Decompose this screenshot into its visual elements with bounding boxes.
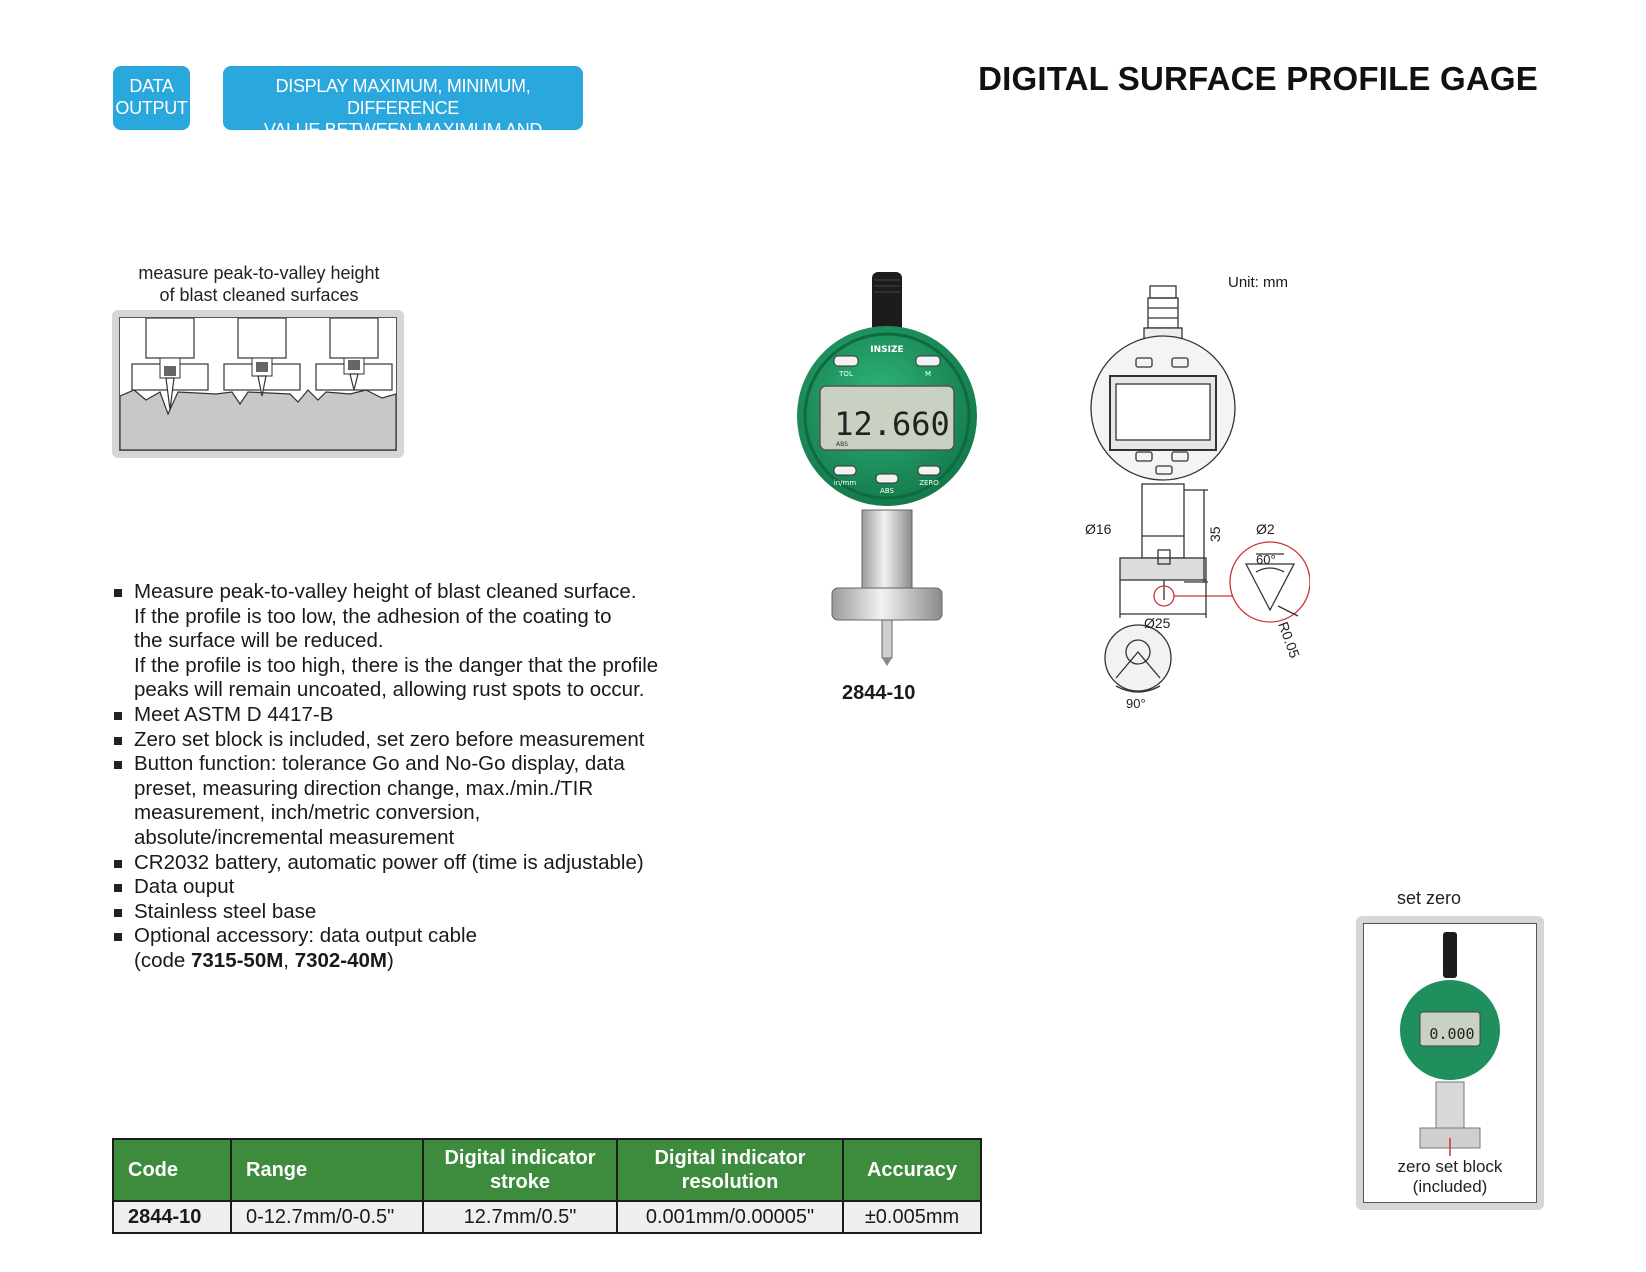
header-text: resolution bbox=[681, 1171, 779, 1193]
accessory-suffix: ) bbox=[387, 948, 394, 972]
feature-line: Zero set block is included, set zero bef… bbox=[134, 727, 645, 751]
header-text: Digital indicator bbox=[444, 1147, 596, 1169]
surface-diagram-frame bbox=[112, 310, 404, 458]
badge-line: DATA bbox=[129, 76, 174, 96]
caption-line: of blast cleaned surfaces bbox=[159, 285, 359, 305]
set-zero-caption: set zero bbox=[1396, 888, 1462, 908]
cell-stroke: 12.7mm/0.5" bbox=[422, 1200, 618, 1234]
feature-line: Measure peak-to-valley height of blast c… bbox=[134, 580, 637, 603]
cell-resolution: 0.001mm/0.00005" bbox=[616, 1200, 844, 1234]
cell-accuracy: ±0.005mm bbox=[842, 1200, 982, 1234]
angle-base: 90° bbox=[1126, 696, 1146, 711]
m-button-label: M bbox=[925, 370, 931, 378]
feature-line: If the profile is too low, the adhesion … bbox=[134, 604, 612, 628]
inmm-button-label: in/mm bbox=[834, 479, 857, 487]
list-item: Measure peak-to-valley height of blast c… bbox=[112, 580, 732, 703]
display-badge: DISPLAY MAXIMUM, MINIMUM, DIFFERENCE VAL… bbox=[223, 66, 583, 162]
abs-indicator: ABS bbox=[836, 441, 848, 448]
surface-profile-diagram bbox=[119, 317, 397, 451]
list-item: Optional accessory: data output cable (c… bbox=[112, 924, 732, 973]
badge-line: DISPLAY MAXIMUM, MINIMUM, DIFFERENCE bbox=[275, 76, 531, 118]
header-text: Code bbox=[128, 1159, 178, 1181]
header-text: Range bbox=[246, 1159, 308, 1181]
data-output-badge: DATA OUTPUT bbox=[113, 66, 190, 130]
set-zero-frame: 0.000 zero set block (included) bbox=[1356, 916, 1544, 1210]
feature-line: Meet ASTM D 4417-B bbox=[134, 702, 334, 726]
dim-tip: Ø2 bbox=[1256, 521, 1275, 537]
zero-block-label: zero set block bbox=[1398, 1157, 1503, 1176]
angle-tip: 60° bbox=[1256, 552, 1276, 567]
radius-tip: R0.05 bbox=[1275, 620, 1303, 661]
brand-label: INSIZE bbox=[870, 345, 903, 355]
list-item: Button function: tolerance Go and No-Go … bbox=[112, 752, 732, 850]
gauge-product-image: INSIZE TOL M 12.660 ABS in/mm ABS ZERO bbox=[797, 272, 977, 666]
product-model: 2844-10 bbox=[842, 682, 916, 704]
header-range: Range bbox=[230, 1138, 424, 1202]
accessory-sep: , bbox=[283, 948, 295, 972]
feature-line: Stainless steel base bbox=[134, 899, 317, 923]
accessory-code: 7302-40M bbox=[294, 948, 388, 972]
list-item: Meet ASTM D 4417-B bbox=[112, 703, 732, 728]
header-code: Code bbox=[112, 1138, 232, 1202]
feature-line: Button function: tolerance Go and No-Go … bbox=[134, 752, 625, 776]
unit-label: Unit: mm bbox=[1228, 274, 1288, 291]
tol-button-label: TOL bbox=[838, 370, 853, 378]
abs-button-label: ABS bbox=[880, 487, 894, 495]
feature-line: CR2032 battery, automatic power off (tim… bbox=[134, 850, 644, 874]
zero-button-label: ZERO bbox=[919, 479, 939, 487]
accessory-code: 7315-50M bbox=[190, 948, 284, 972]
table-row: 2844-10 0-12.7mm/0-0.5" 12.7mm/0.5" 0.00… bbox=[112, 1200, 982, 1234]
dim-stem: Ø16 bbox=[1085, 521, 1112, 537]
dim-base: Ø25 bbox=[1144, 615, 1171, 631]
technical-drawing: Ø16 35 Ø25 Ø2 60° R0.05 90° bbox=[1085, 285, 1310, 711]
cell-code: 2844-10 bbox=[112, 1200, 232, 1234]
feature-list: Measure peak-to-valley height of blast c… bbox=[112, 580, 732, 974]
page-title: DIGITAL SURFACE PROFILE GAGE bbox=[978, 60, 1538, 97]
list-item: CR2032 battery, automatic power off (tim… bbox=[112, 851, 732, 876]
set-zero-image: 0.000 zero set block (included) bbox=[1398, 932, 1503, 1196]
feature-line: If the profile is too high, there is the… bbox=[134, 653, 659, 677]
feature-line: Data ouput bbox=[134, 875, 235, 899]
feature-line: Optional accessory: data output cable bbox=[134, 924, 478, 948]
header-text: Accuracy bbox=[866, 1159, 958, 1181]
list-item: Stainless steel base bbox=[112, 900, 732, 925]
feature-line: absolute/incremental measurement bbox=[134, 825, 455, 849]
cell-range: 0-12.7mm/0-0.5" bbox=[230, 1200, 424, 1234]
caption-line: measure peak-to-valley height bbox=[138, 263, 380, 283]
feature-line: measurement, inch/metric conversion, bbox=[134, 801, 481, 825]
header-text: Digital indicator bbox=[654, 1147, 806, 1169]
diagram-caption: measure peak-to-valley height of blast c… bbox=[118, 262, 400, 306]
badge-line: OUTPUT bbox=[115, 98, 188, 118]
feature-line: the surface will be reduced. bbox=[134, 629, 384, 653]
gauge-reading: 12.660 bbox=[834, 405, 950, 443]
feature-line: preset, measuring direction change, max.… bbox=[134, 776, 594, 800]
header-accuracy: Accuracy bbox=[842, 1138, 982, 1202]
accessory-codes: (code 7315-50M, 7302-40M) bbox=[134, 949, 732, 974]
list-item: Data ouput bbox=[112, 875, 732, 900]
zero-block-note: (included) bbox=[1413, 1177, 1488, 1196]
dim-height: 35 bbox=[1207, 526, 1223, 542]
feature-line: peaks will remain uncoated, allowing rus… bbox=[134, 678, 645, 702]
header-text: stroke bbox=[489, 1171, 551, 1193]
list-item: Zero set block is included, set zero bef… bbox=[112, 728, 732, 753]
badge-line: VALUE BETWEEN MAXIMUM AND MINIMUM bbox=[263, 120, 543, 162]
zero-reading: 0.000 bbox=[1429, 1025, 1474, 1043]
accessory-prefix: (code bbox=[134, 948, 191, 972]
